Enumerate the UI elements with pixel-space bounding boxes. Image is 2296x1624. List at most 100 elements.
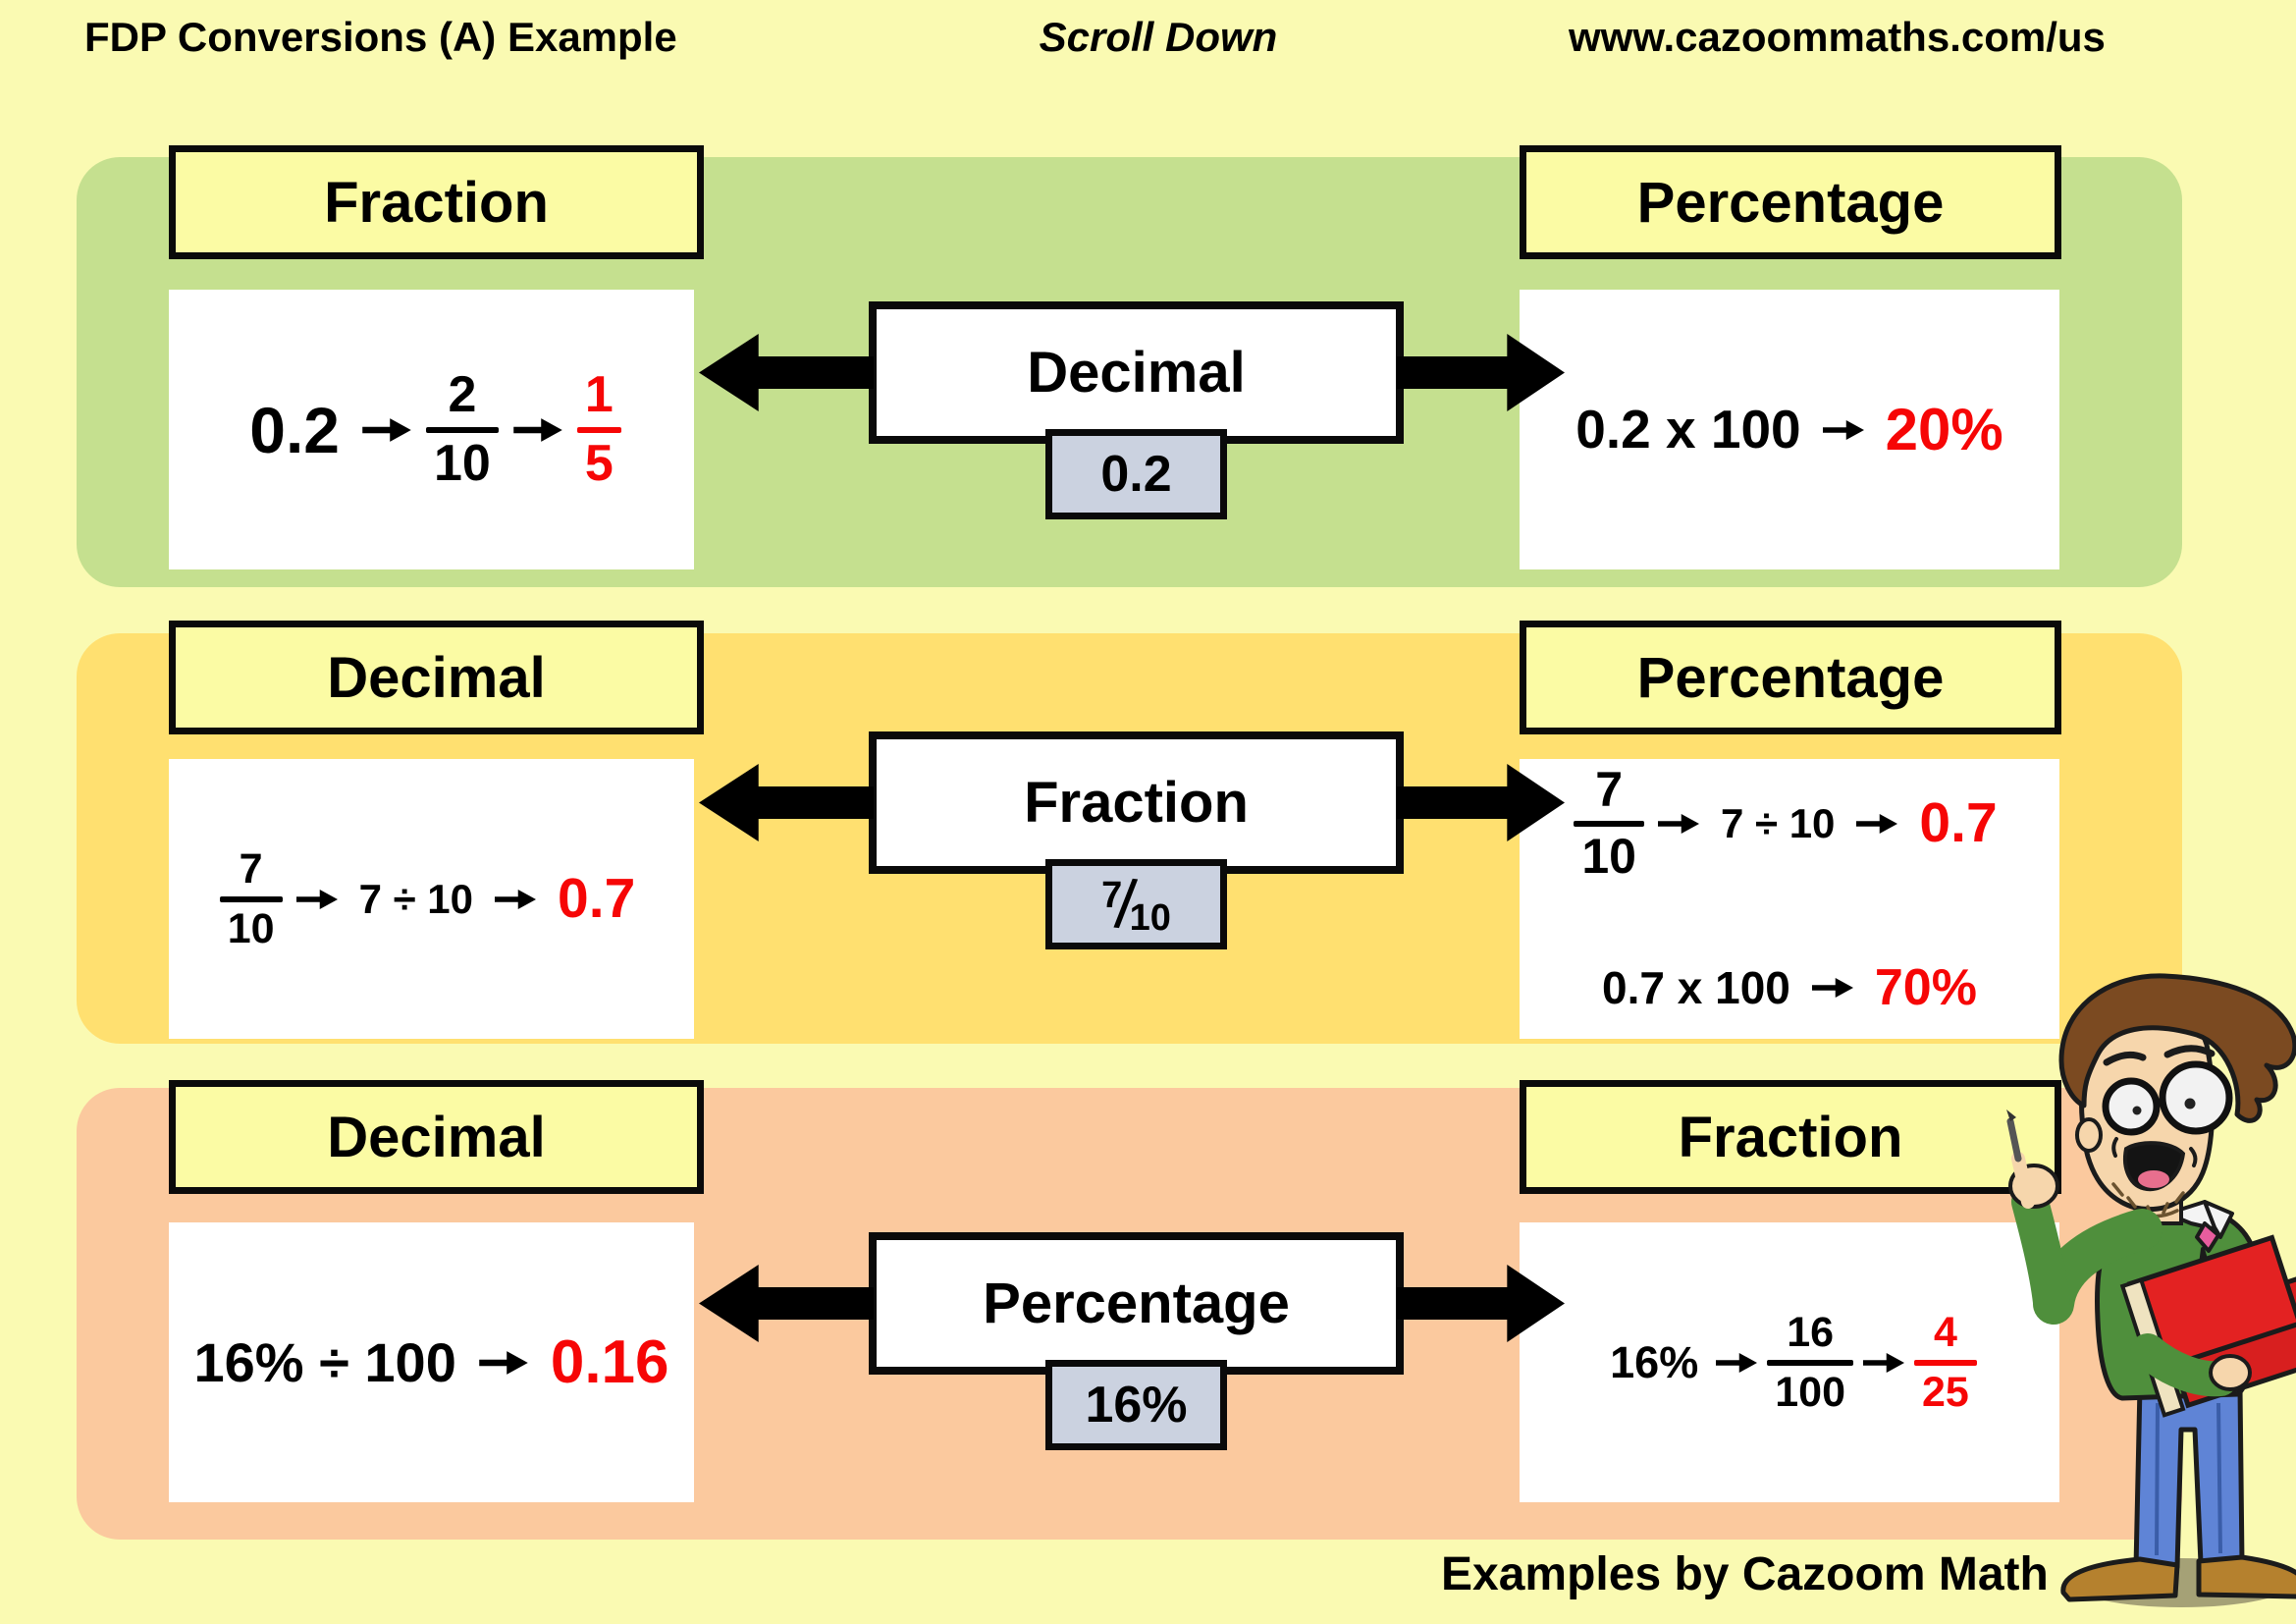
math-text: 0.2 x 100 <box>1575 399 1801 460</box>
fraction-bar <box>1574 820 1644 827</box>
converter-value-chip: 7/10 <box>1045 859 1227 949</box>
website-link[interactable]: www.cazoommaths.com/us <box>1569 14 2106 60</box>
math-text: 0.7 x 100 <box>1602 962 1790 1013</box>
big-arrow-left-icon <box>699 761 874 844</box>
fraction-bar <box>219 895 283 902</box>
math-text: 0.16 <box>550 1327 669 1396</box>
arrow-right-icon <box>361 416 412 444</box>
fraction-denominator: 100 <box>1775 1368 1845 1416</box>
arrow-right-icon <box>512 416 563 444</box>
page-title: FDP Conversions (A) Example <box>84 14 677 60</box>
right-shoe <box>2196 1554 2296 1599</box>
fraction-bar <box>576 426 621 433</box>
arrow-right-icon <box>1811 976 1853 1000</box>
tie <box>2195 1221 2220 1253</box>
math-text: 0.7 <box>558 867 636 930</box>
converter-value-chip: 0.2 <box>1045 429 1227 519</box>
converter-box: Percentage <box>869 1232 1404 1375</box>
category-label-text: Fraction <box>324 170 549 235</box>
arrow-right-icon <box>1856 812 1898 836</box>
converter-box: Decimal <box>869 301 1404 444</box>
scroll-down-note: Scroll Down <box>1039 14 1278 60</box>
math-text: 0.2 <box>1100 446 1172 503</box>
math-text: 7 ÷ 10 <box>358 875 474 922</box>
glasses-left-lens <box>2102 1077 2161 1136</box>
working-box: 16% ÷ 100 0.16 <box>169 1222 694 1502</box>
math-text: 16% <box>1085 1377 1188 1434</box>
header: FDP Conversions (A) Example Scroll Down … <box>0 14 2296 73</box>
arrow-right-icon <box>478 1349 529 1377</box>
converter-value-chip: 16% <box>1045 1360 1227 1450</box>
math-text: 0.7 <box>1919 791 1998 854</box>
fraction-bar <box>1767 1359 1853 1366</box>
category-label: Fraction <box>169 145 704 259</box>
fraction-denominator: 10 <box>1581 828 1636 884</box>
math-text: 7 ÷ 10 <box>1720 799 1836 846</box>
math-text: 16% <box>1610 1337 1699 1387</box>
fraction-denominator: 5 <box>584 434 614 492</box>
arrow-right-icon <box>295 888 338 911</box>
fraction-bar <box>1913 1359 1977 1366</box>
jeans <box>2133 1383 2245 1570</box>
fraction-numerator: 7 <box>1101 875 1123 917</box>
expression-line: 0.7 x 100 70% <box>1602 962 1977 1013</box>
arrow-right-icon <box>495 888 537 911</box>
teacher-illustration <box>2006 973 2296 1607</box>
fraction-numerator: 1 <box>584 366 614 424</box>
working-box: 0.2 x 100 20% <box>1520 290 2059 569</box>
fraction-numerator: 7 <box>239 844 263 893</box>
arrow-right-icon <box>1657 812 1699 836</box>
fraction-numerator: 7 <box>1595 762 1624 817</box>
arrow-right-icon <box>1822 418 1864 442</box>
fraction-denominator: 10 <box>227 904 275 952</box>
category-label-text: Decimal <box>327 1105 546 1169</box>
fraction-denominator: 25 <box>1921 1368 1969 1416</box>
hair <box>2058 973 2296 1123</box>
big-arrow-right-icon <box>1396 331 1565 414</box>
category-label-text: Fraction <box>1678 1105 1903 1169</box>
category-label: Percentage <box>1520 621 2061 734</box>
arrow-right-icon <box>1862 1351 1904 1375</box>
converter-box: Fraction <box>869 731 1404 874</box>
converter-label: Fraction <box>1024 771 1249 835</box>
tongue <box>2138 1170 2169 1188</box>
fraction-numerator: 16 <box>1787 1308 1835 1356</box>
fraction-bar <box>425 426 499 433</box>
fraction-denominator: 10 <box>1129 896 1171 939</box>
arrow-right-icon <box>1716 1351 1758 1375</box>
expression-line: 16% ÷ 100 0.16 <box>193 1327 669 1396</box>
converter-label: Percentage <box>983 1272 1290 1335</box>
credit-text: Examples by Cazoom Math <box>1441 1548 2049 1600</box>
big-arrow-left-icon <box>699 1262 874 1345</box>
big-arrow-right-icon <box>1396 1262 1565 1345</box>
pencil <box>2006 1117 2022 1163</box>
fraction-numerator: 4 <box>1933 1308 1957 1356</box>
math-text: 16% ÷ 100 <box>193 1330 456 1393</box>
diagonal-fraction: 7/10 <box>1101 865 1171 944</box>
math-text: 0.2 <box>249 393 340 466</box>
glasses-right-lens <box>2159 1060 2233 1135</box>
math-text: 70% <box>1874 959 1977 1016</box>
category-label-text: Percentage <box>1636 170 1945 235</box>
fraction-numerator: 2 <box>448 366 477 424</box>
big-arrow-right-icon <box>1396 761 1565 844</box>
math-text: 20% <box>1885 396 2003 462</box>
holding-hand <box>2209 1354 2252 1391</box>
category-label: Decimal <box>169 1080 704 1194</box>
left-shoe <box>2060 1556 2180 1602</box>
